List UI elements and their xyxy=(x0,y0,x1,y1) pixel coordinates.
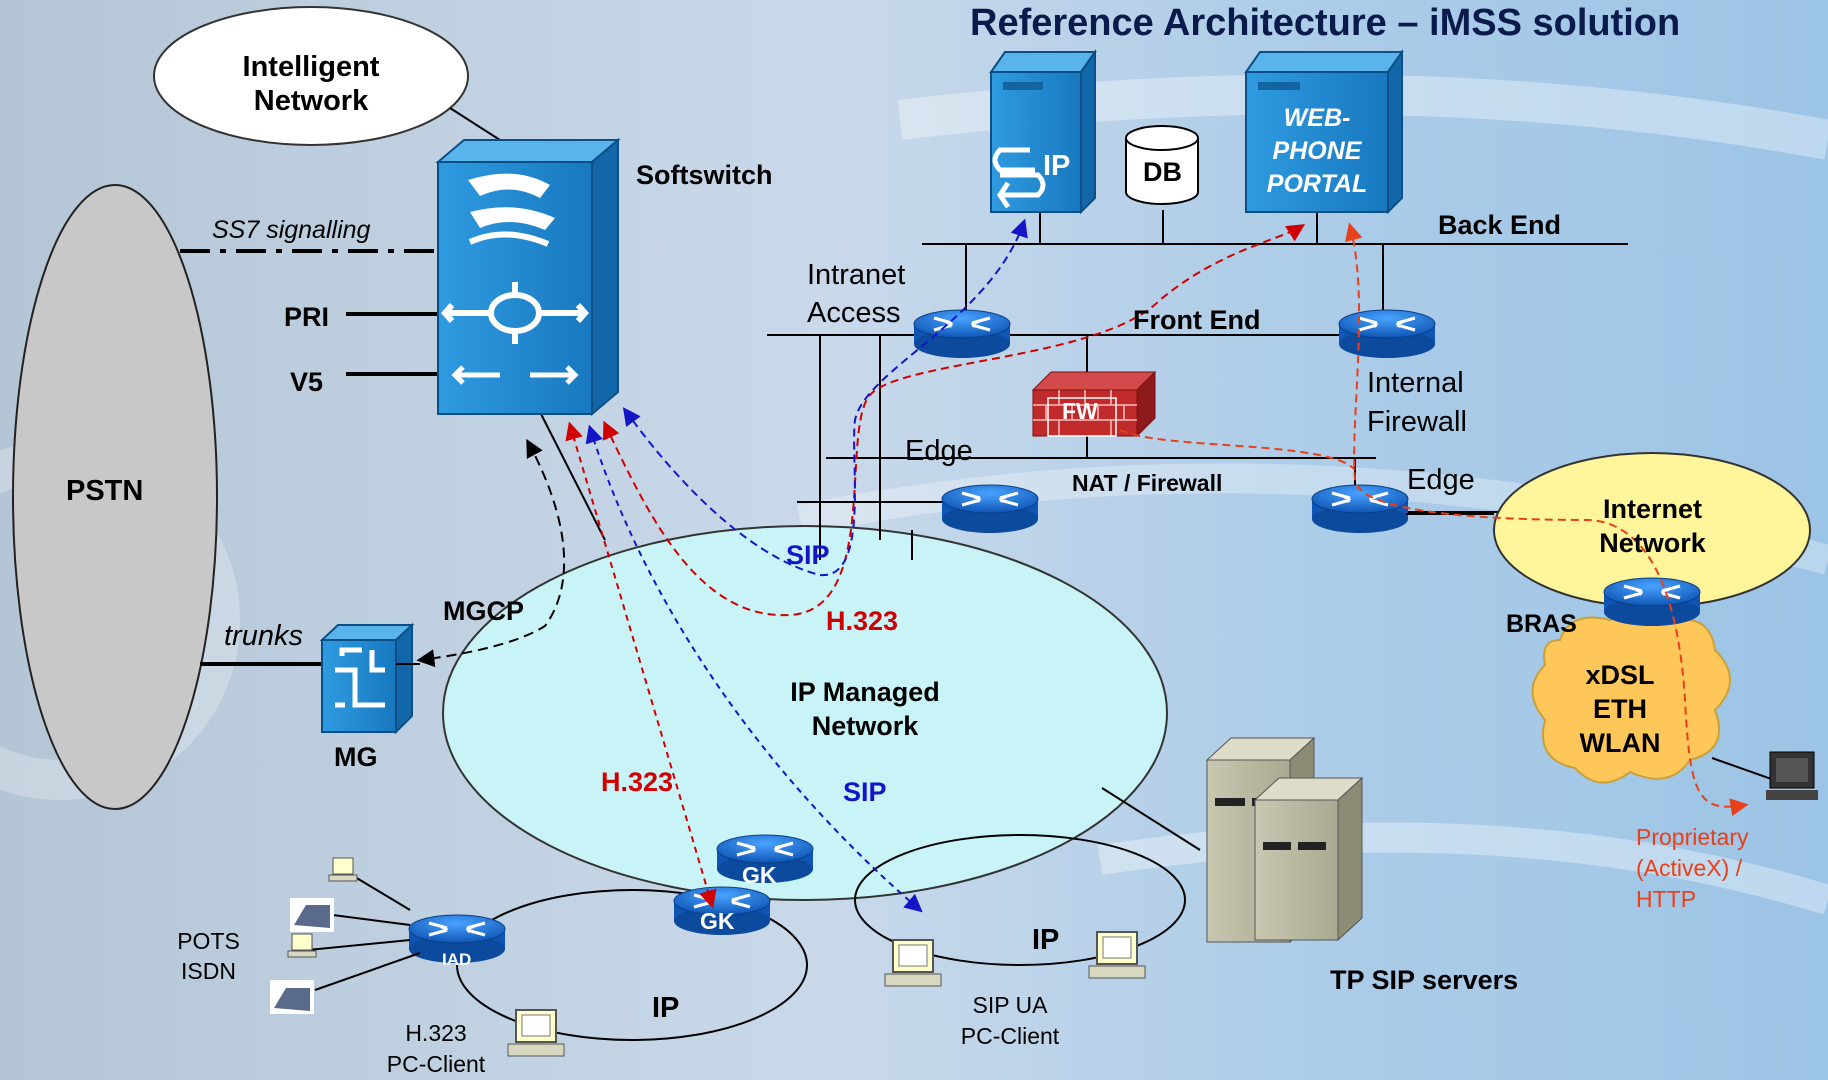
pc-small-2-icon xyxy=(287,933,317,958)
iad-label: IAD xyxy=(442,950,472,969)
sip-ua-pc-client-icon[interactable] xyxy=(884,939,942,987)
ip-right-label: IP xyxy=(1032,924,1060,956)
pstn-cloud xyxy=(12,184,218,810)
front-end-label: Front End xyxy=(1133,305,1261,335)
pc-small-1-icon xyxy=(328,857,358,882)
db-icon[interactable] xyxy=(1125,125,1199,205)
mgcp-flow xyxy=(416,438,566,668)
ip-right-pc-icon xyxy=(1088,931,1146,979)
bras-label: BRAS xyxy=(1506,610,1577,638)
web-phone-portal-label: WEB- PHONE PORTAL xyxy=(1266,104,1368,198)
internet-pc-icon xyxy=(1766,751,1818,800)
sip-ua-pc-client-label: SIP UA PC-Client xyxy=(960,992,1060,1049)
sip-mid-label: SIP xyxy=(843,777,887,807)
web-phone-portal-icon[interactable] xyxy=(1244,48,1404,215)
access-types-label: xDSL ETH WLAN xyxy=(1579,660,1661,758)
db-label: DB xyxy=(1143,157,1182,187)
ip-managed-network-label: IP Managed Network xyxy=(790,677,940,741)
firewall-label: FW xyxy=(1062,398,1098,424)
router-intranet-access-icon[interactable] xyxy=(912,308,1012,360)
h323-top-label: H.323 xyxy=(826,606,899,636)
phone-1-icon xyxy=(290,898,334,932)
bras-router-icon[interactable] xyxy=(1602,576,1702,628)
softswitch-icon[interactable] xyxy=(435,137,621,417)
h323-pc-client-label: H.323 PC-Client xyxy=(386,1020,486,1077)
sip-top-label: SIP xyxy=(786,540,830,570)
gk-lower-label: GK xyxy=(700,908,735,934)
trunks-label: trunks xyxy=(224,620,303,652)
mg-label: MG xyxy=(334,742,378,772)
router-edge-right-icon[interactable] xyxy=(1310,483,1410,535)
ss7-signalling-label: SS7 signalling xyxy=(212,216,371,244)
sip-server-icon[interactable] xyxy=(989,48,1097,215)
phone-2-icon xyxy=(270,980,314,1014)
router-edge-left-icon[interactable] xyxy=(940,483,1040,535)
intelligent-network-cloud xyxy=(153,6,469,146)
internet-network-label: Internet Network xyxy=(1599,494,1706,558)
intranet-access-label: Intranet Access xyxy=(807,259,906,329)
h323-pc-client-icon[interactable] xyxy=(507,1009,565,1057)
pots-isdn-label: POTS ISDN xyxy=(177,928,240,984)
diagram-title: Reference Architecture – iMSS solution xyxy=(970,2,1681,44)
media-gateway-icon[interactable] xyxy=(319,622,415,735)
sip-server-label: IP xyxy=(1043,150,1071,182)
v5-label: V5 xyxy=(290,367,324,397)
router-internal-firewall-icon[interactable] xyxy=(1337,308,1437,360)
back-end-label: Back End xyxy=(1438,210,1562,240)
pri-label: PRI xyxy=(284,302,330,332)
nat-firewall-label: NAT / Firewall xyxy=(1072,470,1223,496)
h323-mid-label: H.323 xyxy=(601,767,674,797)
internal-firewall-label: Internal Firewall xyxy=(1367,367,1467,438)
edge-right-label: Edge xyxy=(1407,464,1475,496)
softswitch-label: Softswitch xyxy=(636,160,773,190)
ip-left-label: IP xyxy=(652,992,680,1024)
edge-left-label: Edge xyxy=(905,435,973,467)
sip-flow-client xyxy=(585,424,923,913)
tp-sip-server-icon[interactable] xyxy=(1205,736,1364,944)
tp-sip-servers-label: TP SIP servers xyxy=(1330,965,1519,995)
http-flow-fw xyxy=(1119,429,1356,471)
intelligent-network-label: Intelligent Network xyxy=(242,51,380,117)
pstn-label: PSTN xyxy=(66,475,144,507)
proprietary-http-label: Proprietary (ActiveX) / HTTP xyxy=(1636,824,1749,912)
gk-upper-label: GK xyxy=(742,862,777,888)
http-flow xyxy=(1345,222,1749,817)
mgcp-label: MGCP xyxy=(443,596,524,626)
